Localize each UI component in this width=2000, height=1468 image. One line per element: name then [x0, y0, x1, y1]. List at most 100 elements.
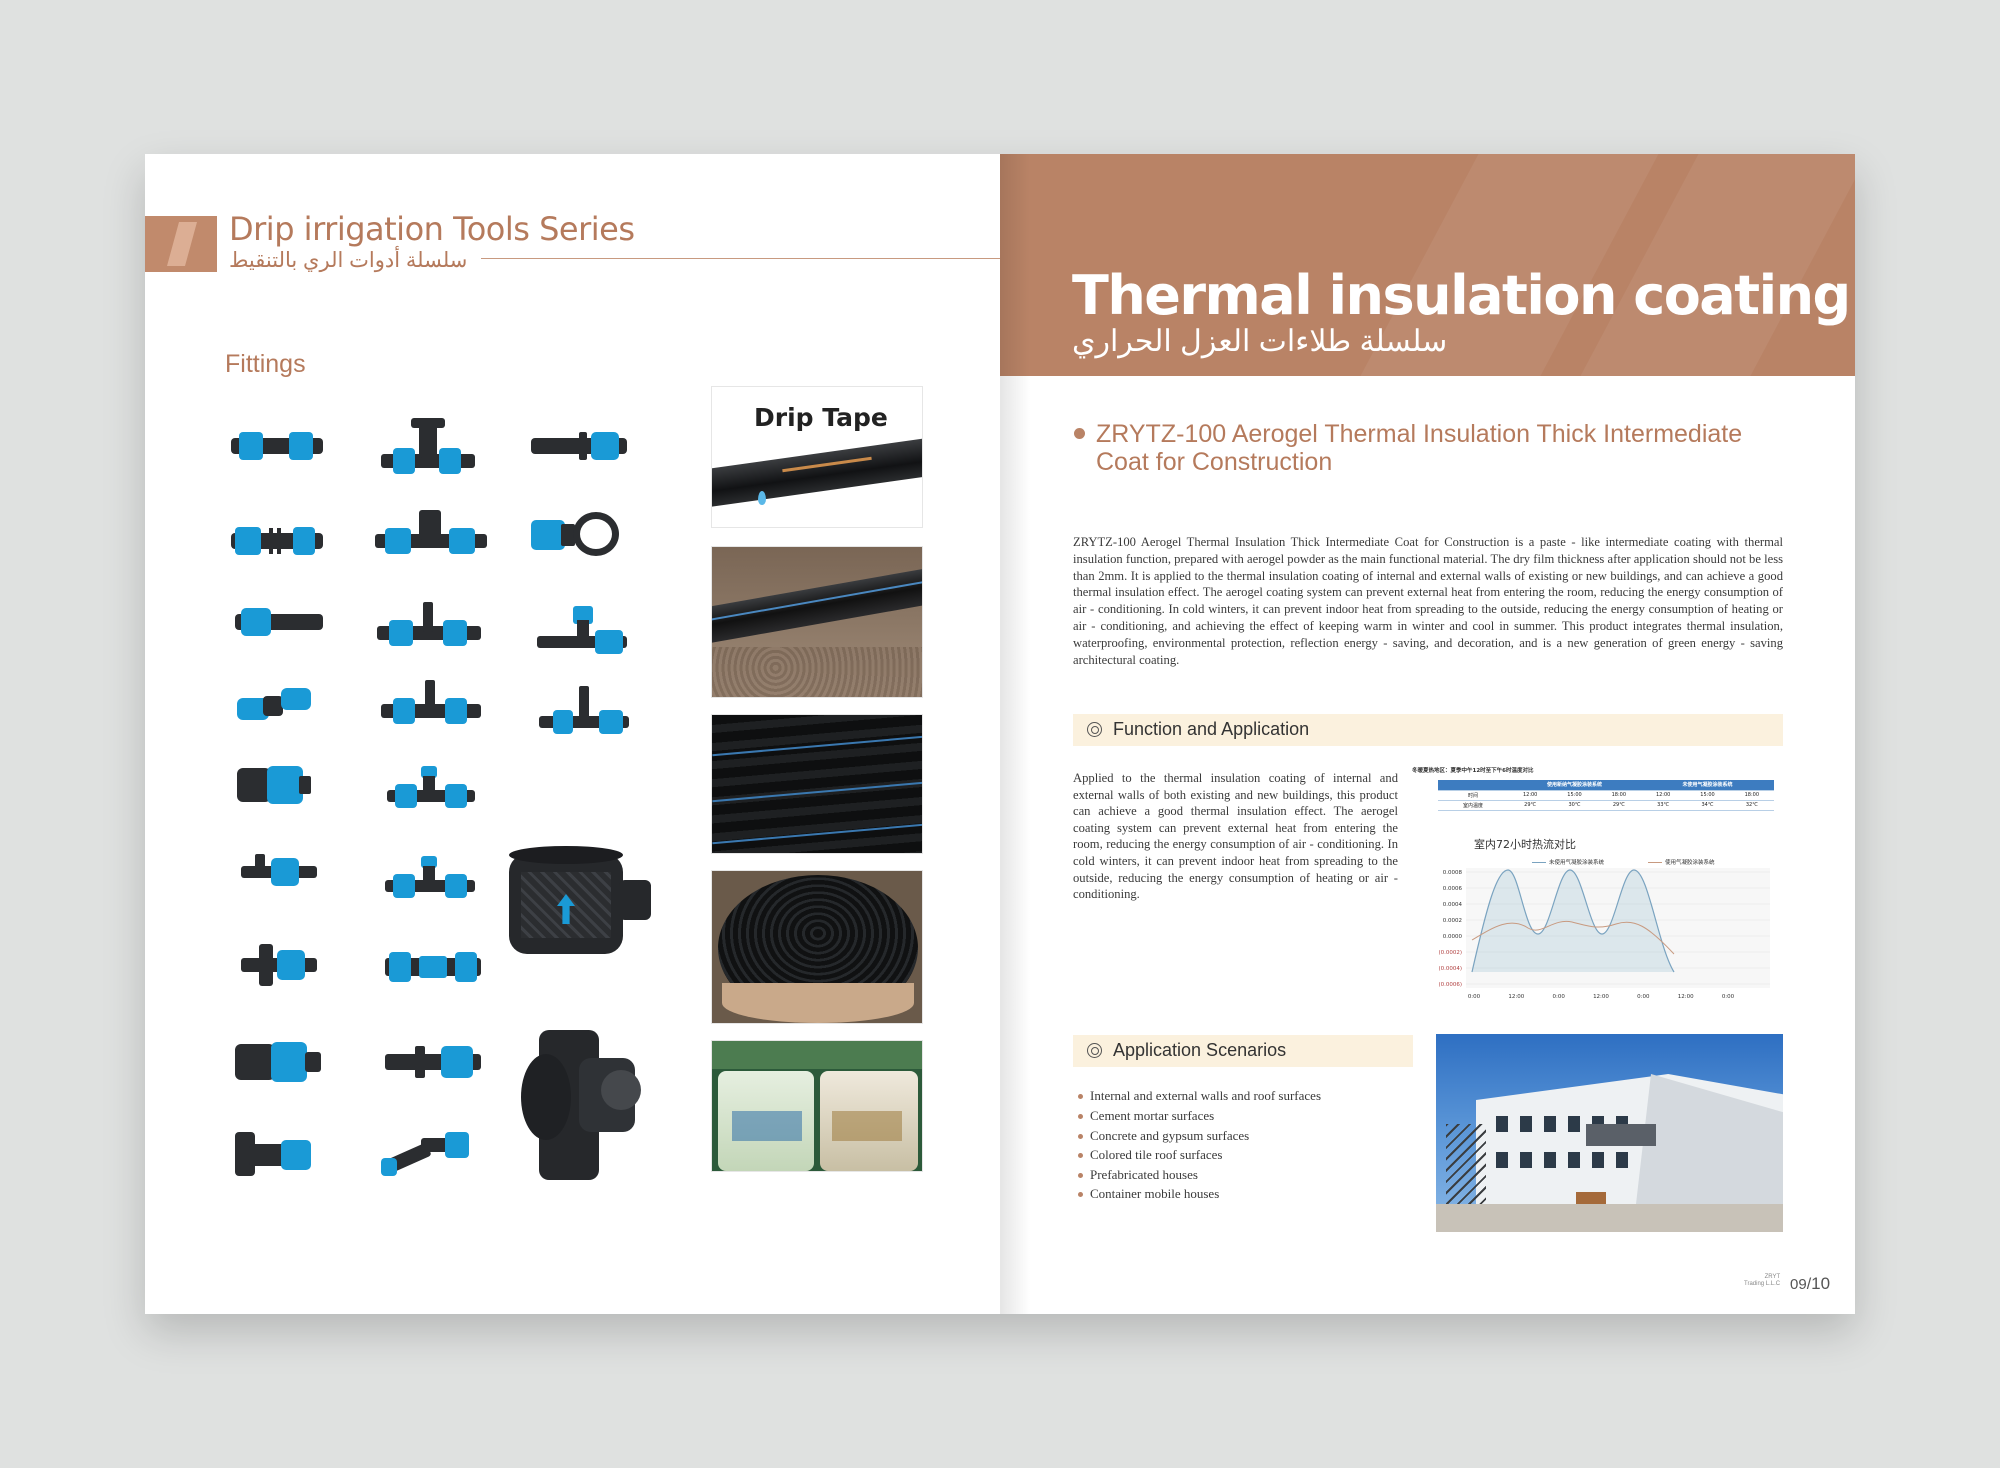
fitting-tee-reducer-2-icon: [385, 856, 475, 904]
list-bullet-icon: [1078, 1094, 1083, 1099]
table-cell: 30℃: [1552, 800, 1597, 811]
fitting-elbow-barb-icon: [380, 1128, 477, 1178]
table-corner: [1438, 780, 1508, 791]
brochure-spread: Drip irrigation Tools Series سلسلة أدوات…: [145, 154, 1855, 1314]
fitting-double-lock-coupler-icon: [385, 950, 481, 984]
title-banner: Thermal insulation coating Series سلسلة …: [1000, 154, 1855, 376]
table-cell: 12:00: [1508, 790, 1553, 801]
fitting-tee-barb-2-icon: [381, 680, 481, 730]
legend-label: 未使用气凝胶涂装系统: [1549, 860, 1605, 866]
series-title: Drip irrigation Tools Series: [229, 210, 635, 248]
filter-housing-icon: [517, 1030, 647, 1180]
legend-item: 使用气凝胶涂装系统: [1648, 858, 1715, 866]
temperature-table: 使用新纳气凝胶涂装系统 未使用气凝胶涂装系统 时间 12:00 15:00 18…: [1438, 780, 1774, 811]
left-page: Drip irrigation Tools Series سلسلة أدوات…: [145, 154, 1000, 1314]
function-section-header: Function and Application: [1073, 714, 1783, 746]
x-tick-label: 0:00: [1468, 994, 1481, 1000]
legend-item: 未使用气凝胶涂装系统: [1532, 858, 1604, 866]
list-item: Container mobile houses: [1090, 1186, 1220, 1201]
y-tick-label: (0.0006): [1438, 982, 1462, 988]
filter-screen-element-icon: [509, 846, 651, 954]
table-header-with: 使用新纳气凝胶涂装系统: [1508, 780, 1641, 791]
x-tick-label: 12:00: [1678, 994, 1694, 1000]
list-item: Internal and external walls and roof sur…: [1090, 1088, 1322, 1103]
drip-tape-soil-photo: [711, 546, 923, 698]
function-description: Applied to the thermal insulation coatin…: [1073, 771, 1398, 902]
x-tick-label: 12:00: [1508, 994, 1524, 1000]
y-tick-label: (0.0004): [1438, 966, 1462, 972]
page-number-separator: /: [1806, 1276, 1812, 1293]
fitting-end-plug-loop-icon: [531, 510, 623, 558]
heat-flow-plot: 0.00080.00060.00040.00020.0000(0.0002)(0…: [1438, 868, 1770, 1000]
main-title-arabic: سلسلة طلاءات العزل الحراري: [1072, 325, 1448, 358]
table-cell: 18:00: [1596, 790, 1641, 801]
function-section-label: Function and Application: [1113, 719, 1310, 739]
list-bullet-icon: [1078, 1192, 1083, 1197]
title-bullet-icon: [1074, 428, 1085, 439]
series-title-arabic: سلسلة أدوات الري بالتنقيط: [229, 249, 468, 272]
y-tick-label: 0.0008: [1443, 870, 1463, 876]
table-header-without: 未使用气凝胶涂装系统: [1640, 780, 1774, 791]
brand-company: Trading L.L.C: [1744, 1281, 1781, 1287]
fitting-straight-connector-icon: [231, 430, 323, 462]
series-without-coating: [1471, 869, 1675, 973]
y-tick-label: 0.0004: [1443, 902, 1463, 908]
fitting-valve-connector-icon: [241, 854, 317, 890]
fitting-grommet-connector-icon: [385, 1044, 481, 1080]
list-item: Concrete and gypsum surfaces: [1090, 1128, 1250, 1143]
page-number-left: 09: [1790, 1276, 1807, 1293]
table-cell: 33℃: [1640, 800, 1686, 811]
fitting-ribbed-connector-icon: [231, 524, 323, 558]
fitting-tee-valve-2-icon: [537, 606, 627, 656]
fitting-end-cap-icon: [237, 764, 313, 806]
building-photo: [1436, 1034, 1783, 1232]
page-numbers: 09/10: [1790, 1274, 1830, 1294]
series-with-coating: [1471, 920, 1675, 955]
product-title: ZRYTZ-100 Aerogel Thermal Insulation Thi…: [1096, 420, 1743, 476]
y-tick-label: 0.0002: [1443, 918, 1462, 924]
table-cell: 34℃: [1685, 800, 1730, 811]
chart-caption: 冬暖夏热地区：夏季中午12时至下午6时温度对比: [1412, 768, 1534, 774]
page-gutter-shadow: [1000, 154, 1030, 1314]
heat-flow-chart: 冬暖夏热地区：夏季中午12时至下午6时温度对比 使用新纳气凝胶涂装系统 未使用气…: [1412, 766, 1782, 1006]
drip-tape-packaging-photo: [711, 1040, 923, 1172]
fitting-tee-barb-3-icon: [539, 686, 629, 738]
table-row-label: 时间: [1438, 790, 1508, 801]
y-tick-label: 0.0006: [1443, 886, 1463, 892]
main-title: Thermal insulation coating Series: [1072, 264, 1855, 327]
table-cell: 32℃: [1729, 800, 1774, 811]
drip-tape-roll-photo: [711, 714, 923, 854]
list-bullet-icon: [1078, 1114, 1083, 1119]
list-bullet-icon: [1078, 1153, 1083, 1158]
list-bullet-icon: [1078, 1173, 1083, 1178]
x-tick-label: 0:00: [1552, 994, 1565, 1000]
list-item: Cement mortar surfaces: [1090, 1108, 1215, 1123]
table-row-label: 室内温度: [1438, 800, 1508, 811]
fitting-threaded-adapter-icon: [235, 1040, 323, 1084]
table-cell: 15:00: [1552, 790, 1597, 801]
scenarios-section-header: Application Scenarios: [1073, 1035, 1413, 1067]
fitting-elbow-icon: [237, 684, 317, 724]
list-item: Colored tile roof surfaces: [1090, 1147, 1223, 1162]
fitting-valve-offtake-icon: [241, 944, 317, 986]
target-icon: [1087, 722, 1102, 737]
drip-tape-photo: Drip Tape: [711, 386, 923, 528]
x-tick-label: 12:00: [1593, 994, 1609, 1000]
table-cell: 29℃: [1508, 800, 1553, 811]
right-page: Thermal insulation coating Series سلسلة …: [1000, 154, 1855, 1314]
fitting-barb-lock-connector-icon: [531, 430, 627, 462]
fitting-offtake-grommet-icon: [235, 1132, 319, 1176]
brand-small-text: ZRYT Trading L.L.C: [1744, 1274, 1780, 1288]
x-tick-label: 0:00: [1722, 994, 1735, 1000]
drip-tape-coil-photo: [711, 870, 923, 1024]
chart-title: 室内72小时热流对比: [1474, 838, 1576, 851]
list-item: Prefabricated houses: [1090, 1167, 1198, 1182]
y-tick-label: 0.0000: [1443, 934, 1463, 940]
fitting-tee-valve-icon: [381, 418, 475, 480]
table-cell: 15:00: [1685, 790, 1730, 801]
scenarios-section-label: Application Scenarios: [1113, 1040, 1287, 1060]
x-tick-label: 0:00: [1637, 994, 1650, 1000]
fitting-tee-threaded-icon: [375, 510, 487, 562]
list-bullet-icon: [1078, 1134, 1083, 1139]
legend-swatch: [1532, 861, 1546, 863]
